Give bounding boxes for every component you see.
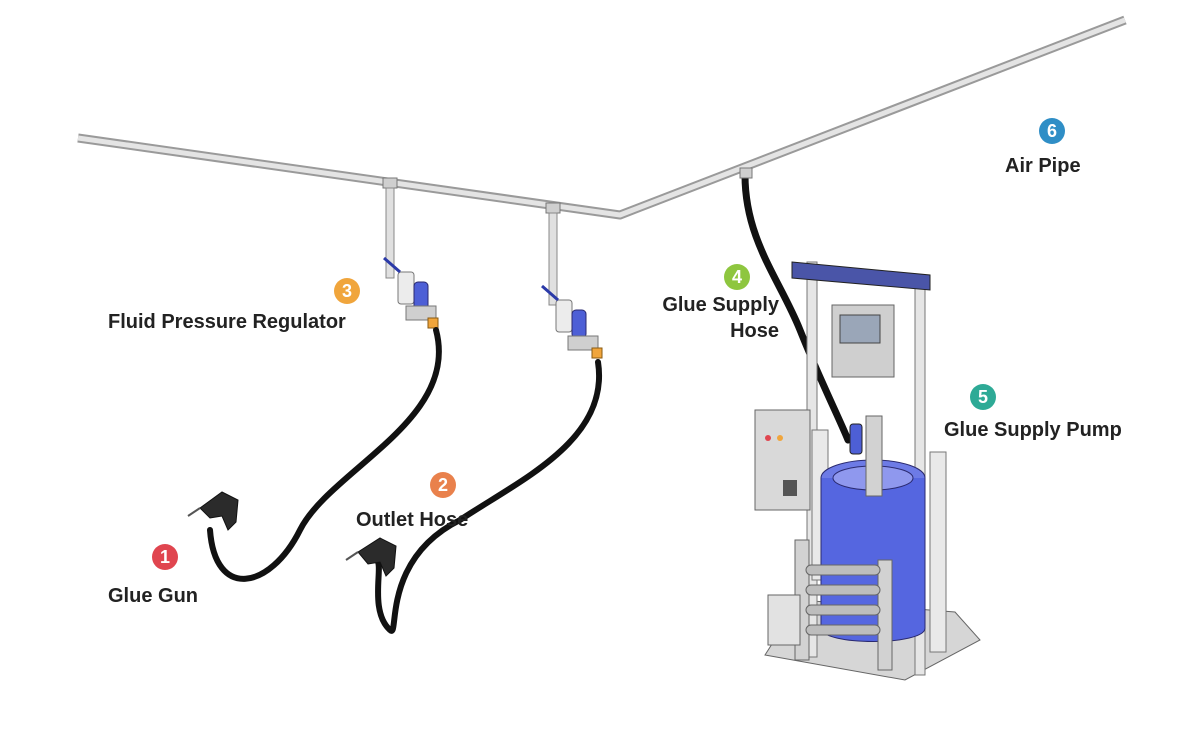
drop-pipe-1 (382, 177, 439, 329)
glue-supply-hose (741, 171, 852, 444)
number-badge-4: 4 (724, 264, 750, 290)
label-outlet-hose: Outlet Hose (356, 509, 469, 531)
callout-glue-supply-hose: 4 Glue Supply Hose (634, 264, 779, 344)
hose-to-glue-gun-1 (207, 327, 442, 582)
callout-outlet-hose: 2 Outlet Hose (356, 472, 496, 534)
glue-supply-pump-station (754, 261, 981, 681)
air-pipe (77, 15, 1127, 220)
glue-gun-2 (345, 537, 397, 577)
drop-pipe-2 (541, 202, 603, 359)
label-fluid-pressure-regulator: Fluid Pressure Regulator (108, 311, 346, 333)
number-badge-6: 6 (1039, 118, 1065, 144)
outlet-hose (375, 359, 603, 634)
callout-air-pipe: 6 Air Pipe (1005, 118, 1105, 182)
number-badge-1: 1 (152, 544, 178, 570)
label-glue-gun: Glue Gun (108, 585, 198, 607)
number-badge-2: 2 (430, 472, 456, 498)
label-glue-supply-pump: Glue Supply Pump (944, 419, 1122, 441)
callout-glue-gun: 1 Glue Gun (108, 544, 218, 614)
glue-gun-1 (187, 491, 239, 531)
label-air-pipe: Air Pipe (1005, 155, 1081, 177)
number-badge-3: 3 (334, 278, 360, 304)
callout-glue-supply-pump: 5 Glue Supply Pump (944, 384, 1164, 446)
number-badge-5: 5 (970, 384, 996, 410)
label-glue-supply-hose: Glue Supply Hose (662, 294, 779, 342)
callout-fluid-pressure-regulator: 3 Fluid Pressure Regulator (108, 278, 398, 338)
